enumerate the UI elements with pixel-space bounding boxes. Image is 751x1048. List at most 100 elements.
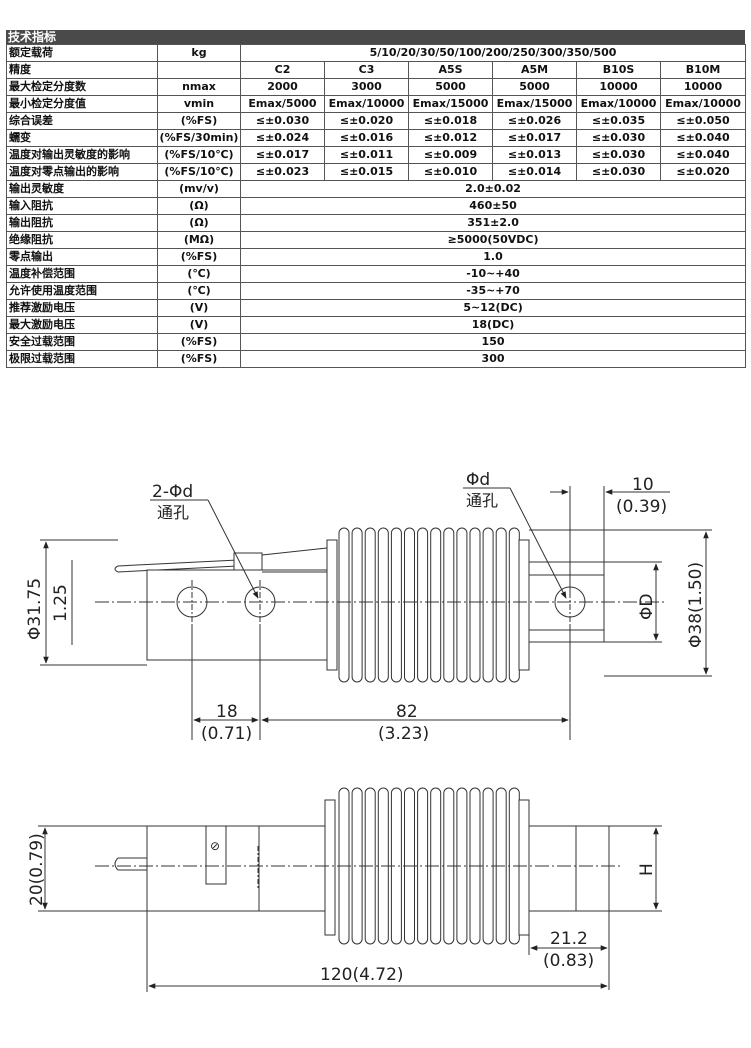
side-mid-block <box>258 825 326 912</box>
row-value: -10~+40 <box>239 265 747 283</box>
label-dim-H: H <box>637 863 657 876</box>
row-unit: (℃) <box>157 282 241 300</box>
cable <box>117 559 239 573</box>
row-value: 5~12(DC) <box>239 299 747 317</box>
row-cell: ≤±0.040 <box>659 129 747 147</box>
row-cell: 2000 <box>240 78 325 96</box>
label-dim-20: 20(0.79) <box>27 833 47 906</box>
table-row: 输出灵敏度(mv/v)2.0±0.02 <box>6 180 747 198</box>
row-cell: ≤±0.011 <box>324 146 409 164</box>
top-view <box>40 486 712 740</box>
right-block <box>528 561 605 643</box>
row-unit: (%FS) <box>157 350 241 368</box>
bellows-fin <box>508 787 520 945</box>
side-left-flange <box>324 799 336 936</box>
row-unit: (Ω) <box>157 197 241 215</box>
row-cell: Emax/15000 <box>408 95 493 113</box>
row-cell: ≤±0.016 <box>324 129 409 147</box>
label-dim-10: 10 <box>632 475 654 495</box>
bellows-fin <box>482 787 494 945</box>
row-cell: Emax/5000 <box>240 95 325 113</box>
label-mark: ⊘ <box>210 839 220 853</box>
row-cell: ≤±0.035 <box>576 112 661 130</box>
row-label: 绝缘阻抗 <box>6 231 158 249</box>
bellows-fin <box>390 787 402 945</box>
row-label: 允许使用温度范围 <box>6 282 158 300</box>
table-row: 综合误差(%FS)≤±0.030≤±0.020≤±0.018≤±0.026≤±0… <box>6 112 747 130</box>
row-cell: A5S <box>408 61 493 79</box>
row-label: 温度对输出灵敏度的影响 <box>6 146 158 164</box>
bellows-fin <box>364 527 376 683</box>
left-block <box>146 569 328 661</box>
row-unit: (V) <box>157 299 241 317</box>
label-dim-dia-left: Φ31.75 <box>25 578 45 640</box>
table-title: 技术指标 <box>6 30 745 44</box>
side-right-flange <box>518 799 530 936</box>
bellows-fin <box>482 527 494 683</box>
row-cell: A5M <box>492 61 577 79</box>
row-label: 输出阻抗 <box>6 214 158 232</box>
row-cell: ≤±0.020 <box>659 163 747 181</box>
hole-1 <box>176 586 208 618</box>
bellows-fin <box>338 787 350 945</box>
right-flange <box>518 539 530 671</box>
row-label: 精度 <box>6 61 158 79</box>
table-row: 温度对输出灵敏度的影响(%FS/10℃)≤±0.017≤±0.011≤±0.00… <box>6 146 747 164</box>
table-row: 安全过载范围(%FS)150 <box>6 333 747 351</box>
label-dim-phiD: ΦD <box>637 594 657 620</box>
row-cell: ≤±0.030 <box>576 129 661 147</box>
row-cell: 10000 <box>659 78 747 96</box>
row-value: 5/10/20/30/50/100/200/250/300/350/500 <box>239 44 747 62</box>
side-bellows <box>338 787 520 945</box>
table-row: 推荐激励电压(V)5~12(DC) <box>6 299 747 317</box>
row-unit: (Ω) <box>157 214 241 232</box>
label-hole-left-sub: 通孔 <box>157 503 189 522</box>
row-label: 温度对零点输出的影响 <box>6 163 158 181</box>
side-left-block <box>146 825 260 912</box>
bellows-fin <box>456 787 468 945</box>
label-dim-212-in: (0.83) <box>543 951 594 971</box>
row-label: 综合误差 <box>6 112 158 130</box>
label-dim-82: 82 <box>396 702 418 722</box>
row-cell: Emax/10000 <box>659 95 747 113</box>
row-cell: C3 <box>324 61 409 79</box>
row-unit: (%FS/30min) <box>157 129 241 147</box>
row-cell: Emax/10000 <box>324 95 409 113</box>
row-label: 零点输出 <box>6 248 158 266</box>
bellows-fin <box>456 527 468 683</box>
hole-2 <box>244 586 276 618</box>
label-dim-18-in: (0.71) <box>201 724 252 744</box>
side-cable <box>114 857 210 871</box>
bellows-fin <box>390 527 402 683</box>
table-row: 蠕变(%FS/30min)≤±0.024≤±0.016≤±0.012≤±0.01… <box>6 129 747 147</box>
side-right-block <box>528 825 610 912</box>
label-dim-10-in: (0.39) <box>616 497 667 517</box>
bellows-fin <box>351 527 363 683</box>
row-unit: (V) <box>157 316 241 334</box>
row-cell: ≤±0.030 <box>576 146 661 164</box>
side-gland <box>205 825 227 885</box>
row-cell: ≤±0.010 <box>408 163 493 181</box>
row-unit: vmin <box>157 95 241 113</box>
row-label: 蠕变 <box>6 129 158 147</box>
table-row: 温度补偿范围(℃)-10~+40 <box>6 265 747 283</box>
row-unit: (%FS) <box>157 112 241 130</box>
row-cell: Emax/10000 <box>576 95 661 113</box>
row-value: 150 <box>239 333 747 351</box>
row-cell: ≤±0.040 <box>659 146 747 164</box>
row-cell: B10S <box>576 61 661 79</box>
bellows-fin <box>404 787 415 945</box>
bellows-fin <box>430 527 442 683</box>
row-label: 输入阻抗 <box>6 197 158 215</box>
row-unit: (mv/v) <box>157 180 241 198</box>
row-cell: ≤±0.009 <box>408 146 493 164</box>
table-row: 最大激励电压(V)18(DC) <box>6 316 747 334</box>
row-label: 极限过载范围 <box>6 350 158 368</box>
table-row: 极限过载范围(%FS)300 <box>6 350 747 368</box>
row-cell: ≤±0.024 <box>240 129 325 147</box>
row-cell: ≤±0.050 <box>659 112 747 130</box>
row-value: 460±50 <box>239 197 747 215</box>
